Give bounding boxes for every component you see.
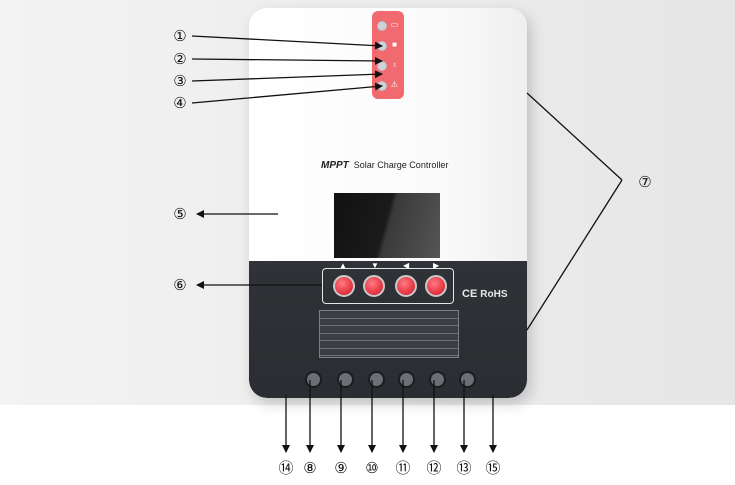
down-arrow-icon: ▼	[371, 261, 379, 270]
callout-8: ⑧	[303, 459, 317, 477]
down-button[interactable]	[363, 275, 385, 297]
callout-1: ①	[173, 27, 187, 45]
left-arrow-icon: ◀	[403, 261, 410, 270]
button-panel: ▲ ▼ ◀ ▶	[322, 262, 454, 304]
callout-13: ⑬	[456, 459, 472, 477]
lcd-display	[334, 193, 440, 258]
terminal	[429, 371, 446, 388]
callout-14: ⑭	[278, 459, 294, 477]
callout-2: ②	[173, 50, 187, 68]
up-arrow-icon: ▲	[339, 261, 347, 270]
left-button[interactable]	[395, 275, 417, 297]
callout-3: ③	[173, 72, 187, 90]
callout-5: ⑤	[173, 205, 187, 223]
charge-controller: ▭ ■ ♁ ⚠ MPPT Solar Charge Controller ▲ ▼ …	[249, 8, 527, 398]
product-name: Solar Charge Controller	[353, 160, 449, 170]
bulb-icon: ♁	[391, 60, 398, 69]
spec-label	[319, 310, 459, 358]
callout-11: ⑪	[395, 459, 411, 477]
callout-15: ⑮	[485, 459, 501, 477]
pv-indicator-led	[377, 21, 387, 31]
terminal	[398, 371, 415, 388]
right-arrow-icon: ▶	[433, 261, 440, 270]
callout-6: ⑥	[173, 276, 187, 294]
terminal	[305, 371, 322, 388]
ce-mark: CE	[462, 288, 478, 300]
battery-icon: ■	[392, 40, 397, 49]
rohs-mark: RoHS	[480, 289, 508, 300]
product-title: MPPT Solar Charge Controller	[321, 160, 471, 171]
terminal-row	[277, 359, 499, 391]
callout-4: ④	[173, 94, 187, 112]
brand-label: MPPT	[321, 160, 349, 171]
callout-7: ⑦	[638, 173, 652, 191]
callout-9: ⑨	[334, 459, 348, 477]
solar-panel-icon: ▭	[390, 20, 399, 29]
up-button[interactable]	[333, 275, 355, 297]
terminal	[459, 371, 476, 388]
callout-10: ⑩	[365, 459, 379, 477]
warning-icon: ⚠	[390, 80, 399, 89]
right-button[interactable]	[425, 275, 447, 297]
callout-12: ⑫	[426, 459, 442, 477]
